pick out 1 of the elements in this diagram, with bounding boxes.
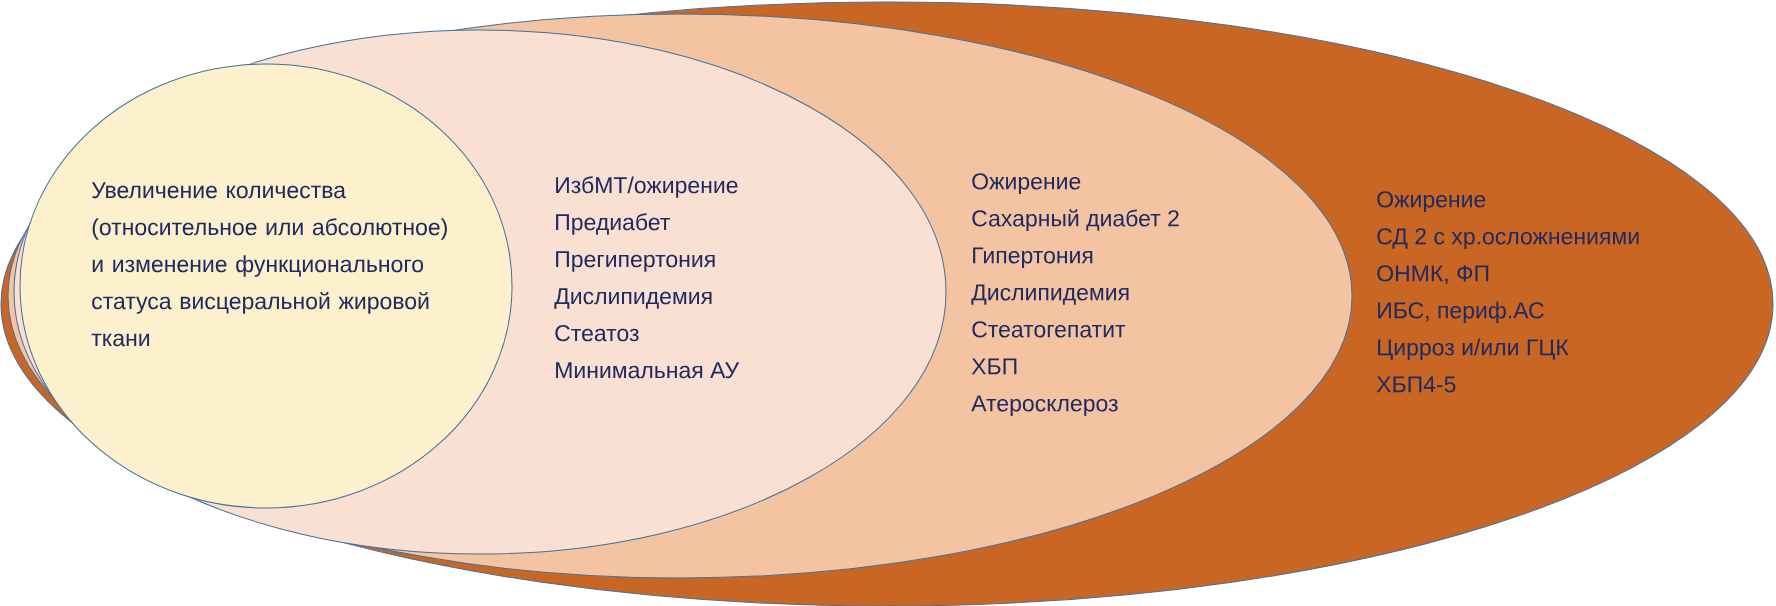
- ellipse-node: Увеличение количества (относительное или абсолютное) и изменение функционального статуса висцеральной жировой ткани: [19, 63, 513, 509]
